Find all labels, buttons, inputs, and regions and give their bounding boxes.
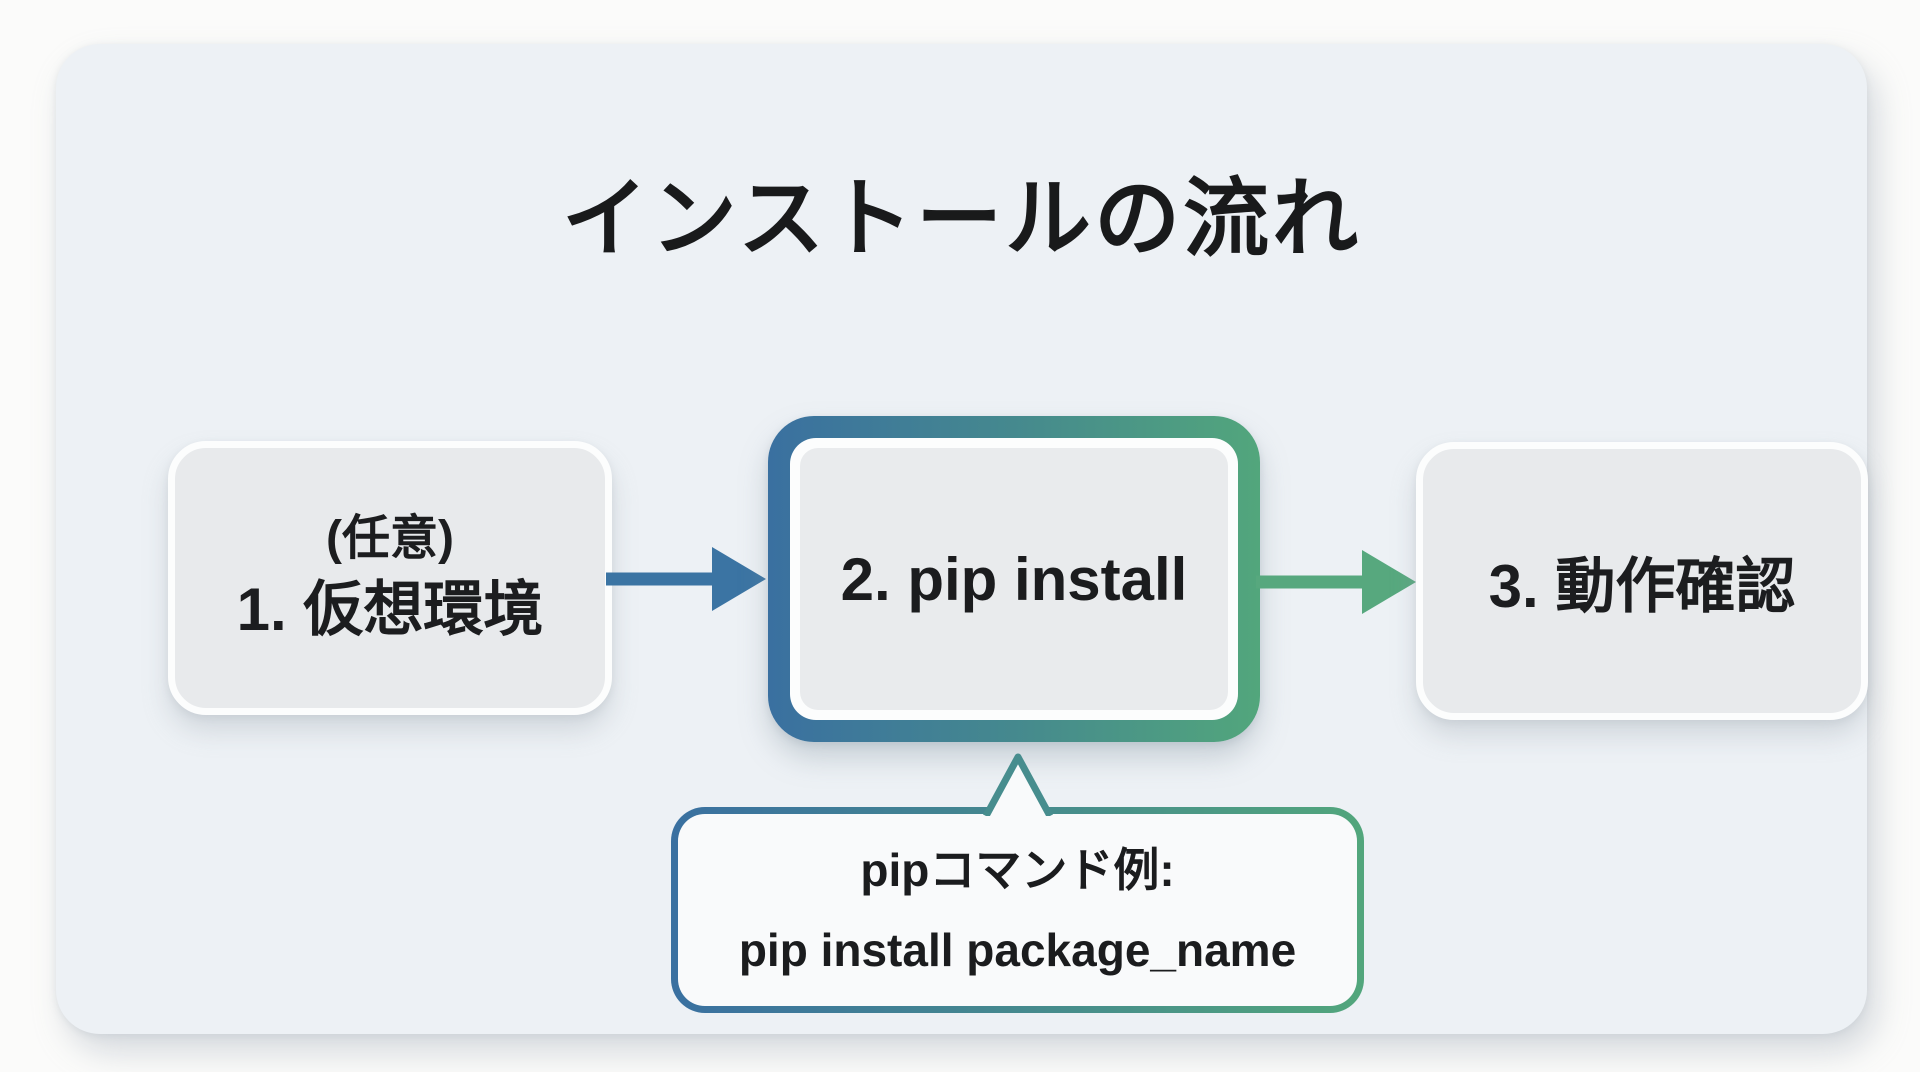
step2-label: 2. pip install (800, 448, 1228, 710)
callout-content: pipコマンド例: pip install package_name (678, 814, 1357, 1006)
callout-bubble: pipコマンド例: pip install package_name (671, 753, 1364, 1013)
step-box-pip-install: 2. pip install (768, 416, 1260, 742)
step1-optional-note: (任意) (326, 511, 454, 565)
step1-label: 1. 仮想環境 (236, 576, 544, 644)
arrow-right-icon (1256, 550, 1416, 614)
diagram-title: インストールの流れ (561, 171, 1362, 267)
callout-command: pip install package_name (738, 924, 1297, 976)
arrow-right-icon (606, 547, 766, 611)
callout-heading: pipコマンド例: (860, 844, 1175, 896)
step-box-operation-check: 3. 動作確認 (1416, 442, 1868, 720)
diagram-card: インストールの流れ (任意) 1. 仮想環境 2. pip install 3.… (56, 44, 1868, 1034)
step3-label: 3. 動作確認 (1488, 552, 1796, 620)
step2-inner-ring: 2. pip install (790, 438, 1238, 720)
step-box-virtual-env: (任意) 1. 仮想環境 (168, 441, 612, 715)
callout-pointer-icon (982, 753, 1054, 816)
